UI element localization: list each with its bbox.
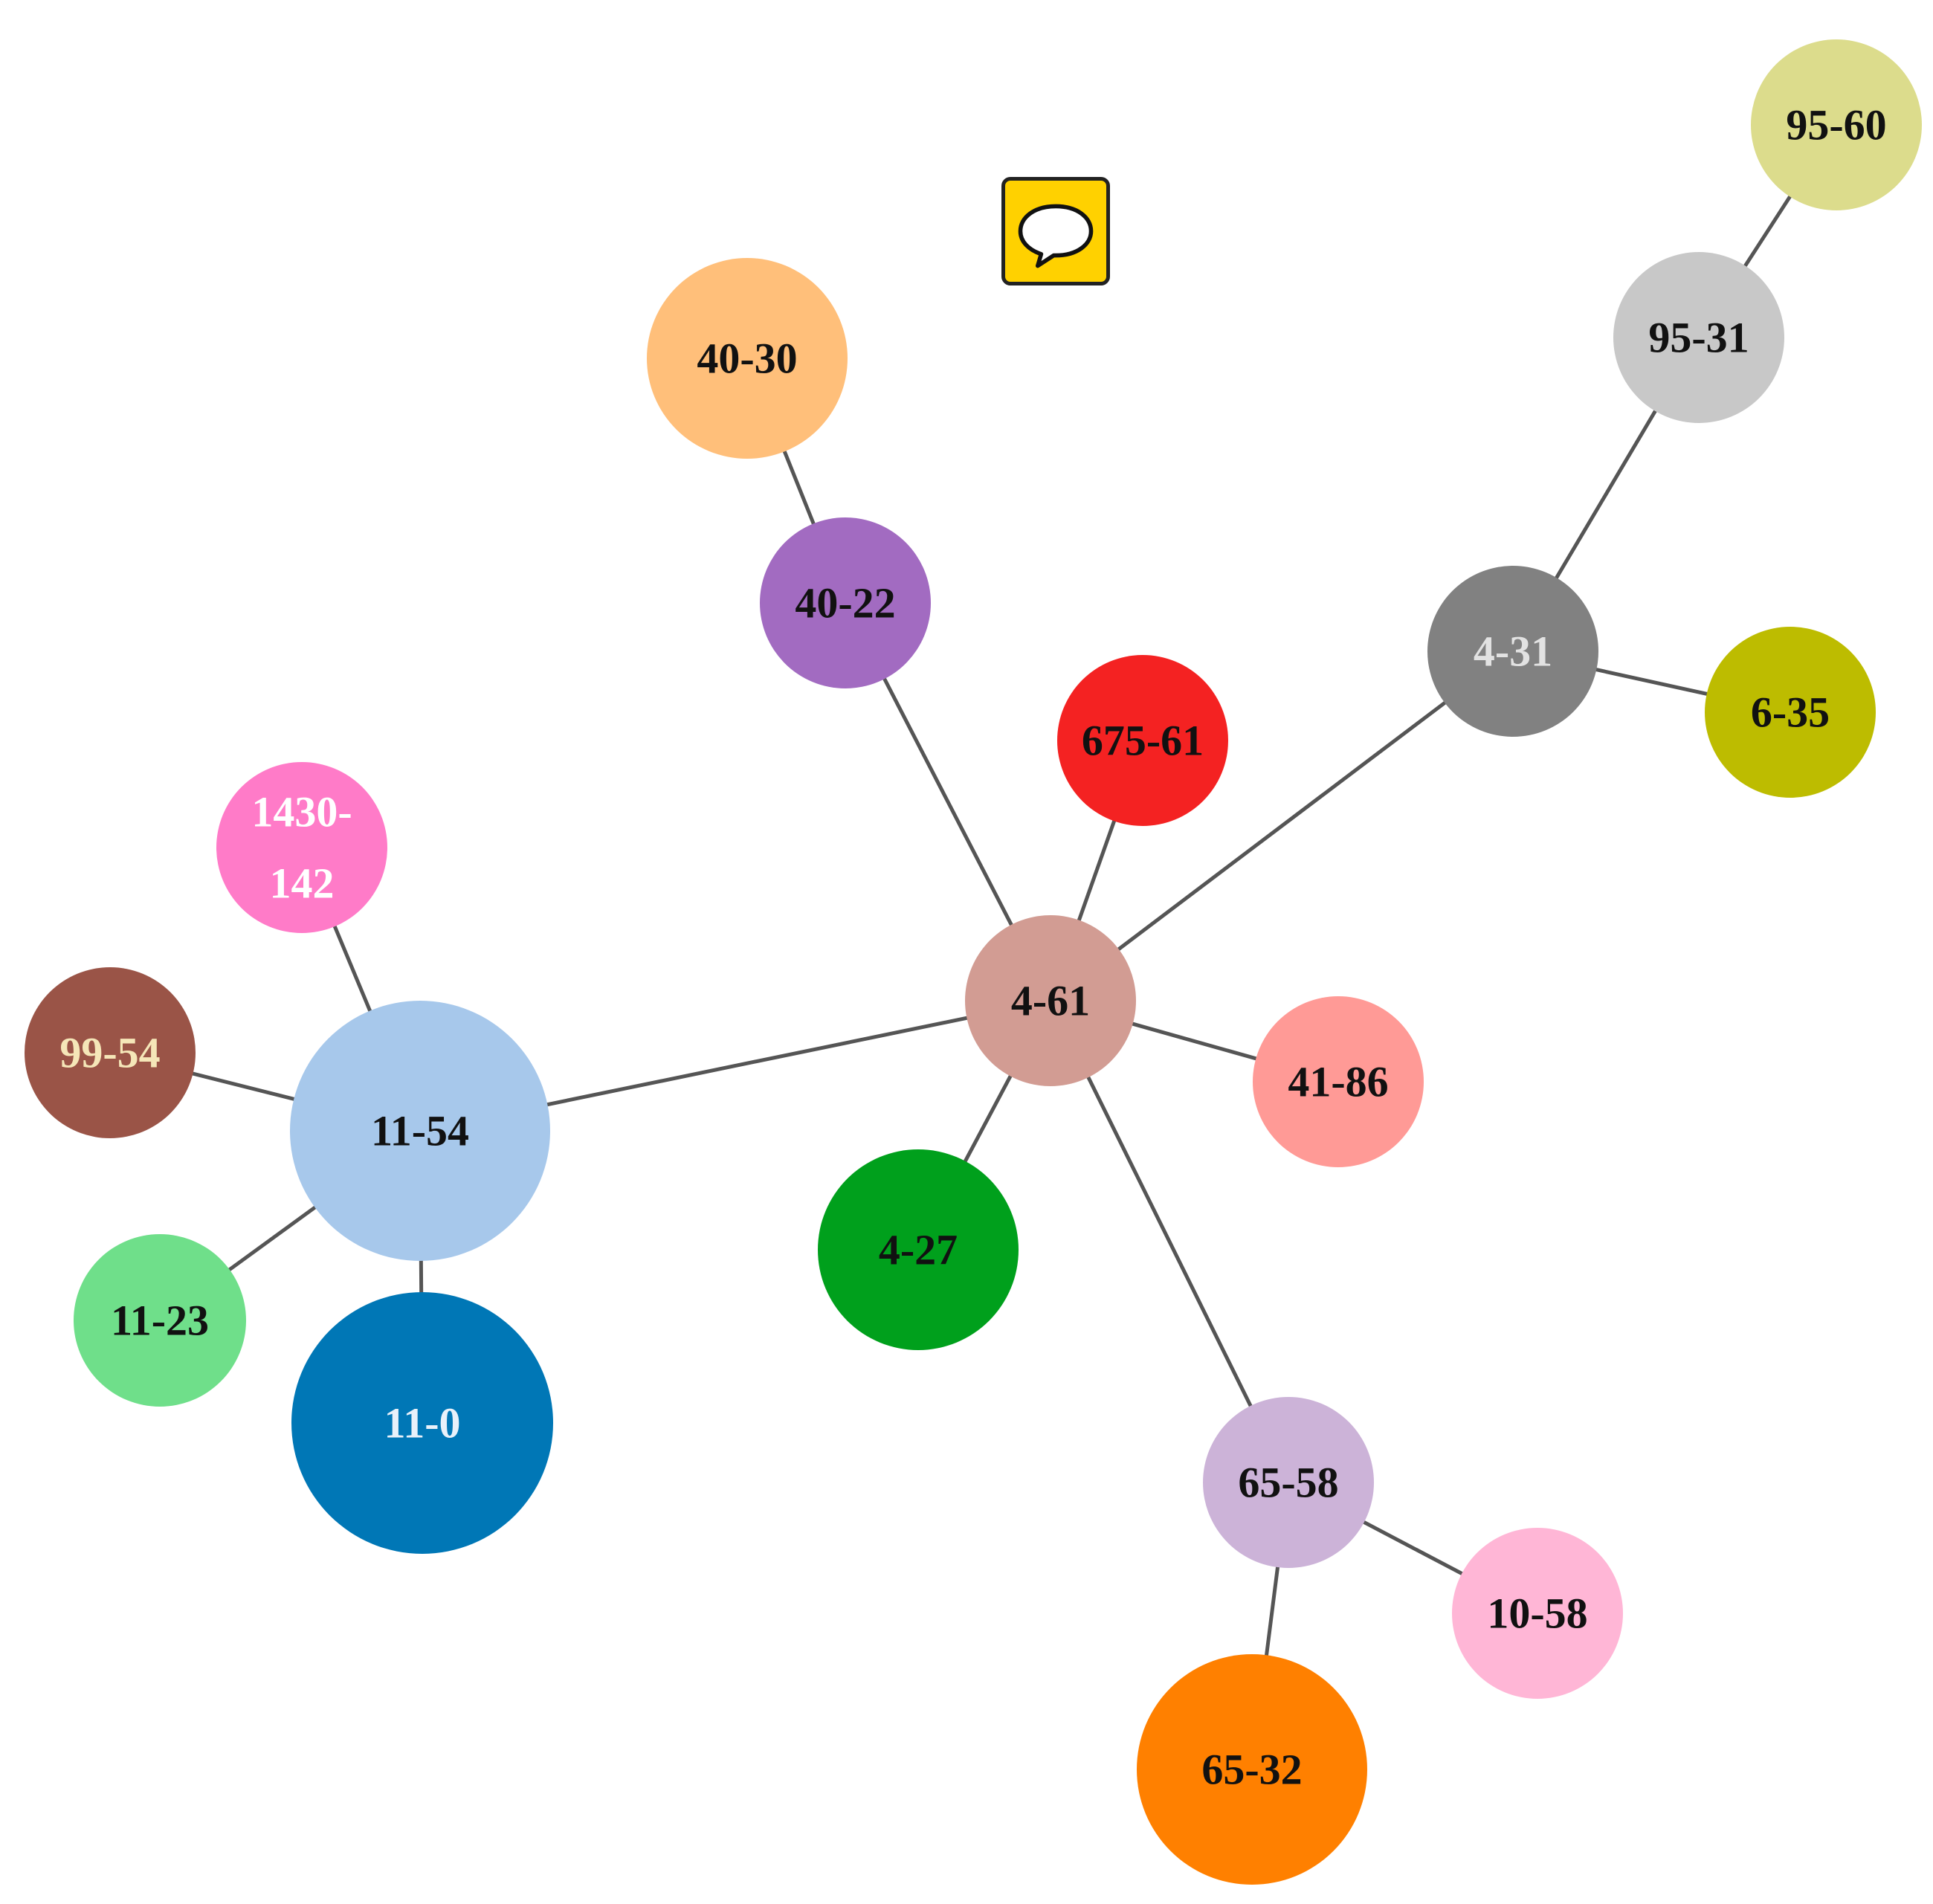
node-40-30[interactable]: 40-30 (647, 258, 848, 459)
node-1430-142[interactable]: 1430- 142 (216, 762, 387, 933)
node-circle-4-31 (1427, 566, 1598, 737)
node-99-54[interactable]: 99-54 (25, 967, 196, 1138)
node-label-675-61: 675-61 (1082, 717, 1204, 765)
node-65-32[interactable]: 65-32 (1137, 1654, 1367, 1885)
node-label-4-31: 4-31 (1474, 627, 1552, 676)
node-11-0[interactable]: 11-0 (291, 1292, 553, 1554)
node-label-1430-142-line-1: 1430- (251, 788, 352, 836)
node-41-86[interactable]: 41-86 (1253, 996, 1424, 1167)
node-10-58[interactable]: 10-58 (1452, 1528, 1623, 1699)
node-circle-40-22 (760, 517, 931, 688)
node-circle-95-60 (1751, 39, 1922, 210)
node-circle-1430-142 (216, 762, 387, 933)
node-circle-675-61 (1057, 655, 1228, 826)
node-circle-11-23 (74, 1234, 246, 1407)
node-label-95-60: 95-60 (1786, 101, 1886, 149)
node-label-6-35: 6-35 (1751, 688, 1830, 737)
node-675-61[interactable]: 675-61 (1057, 655, 1228, 826)
node-circle-40-30 (647, 258, 848, 459)
node-circle-6-35 (1705, 627, 1876, 798)
node-95-60[interactable]: 95-60 (1751, 39, 1922, 210)
node-circle-4-27 (818, 1149, 1019, 1350)
node-95-31[interactable]: 95-31 (1613, 252, 1784, 423)
node-circle-95-31 (1613, 252, 1784, 423)
edge-4-61-to-4-31 (1048, 649, 1515, 1003)
node-circle-11-0 (291, 1292, 553, 1554)
node-label-11-54: 11-54 (371, 1107, 469, 1155)
node-label-65-58: 65-58 (1238, 1459, 1338, 1507)
node-label-11-23: 11-23 (111, 1297, 209, 1345)
node-label-41-86: 41-86 (1288, 1058, 1388, 1106)
node-circle-4-61 (965, 915, 1136, 1086)
node-label-10-58: 10-58 (1487, 1590, 1587, 1638)
node-label-11-0: 11-0 (384, 1399, 460, 1448)
node-4-27[interactable]: 4-27 (818, 1149, 1019, 1350)
node-label-95-31: 95-31 (1648, 314, 1749, 362)
node-65-58[interactable]: 65-58 (1203, 1397, 1374, 1568)
node-4-61[interactable]: 4-61 (965, 915, 1136, 1086)
node-label-40-30: 40-30 (697, 335, 797, 383)
node-11-23[interactable]: 11-23 (74, 1234, 246, 1407)
node-circle-10-58 (1452, 1528, 1623, 1699)
node-label-1430-142-line-2: 142 (270, 859, 335, 908)
node-circle-65-58 (1203, 1397, 1374, 1568)
node-label-65-32: 65-32 (1201, 1746, 1302, 1794)
node-circle-11-54 (290, 1001, 550, 1261)
node-circle-65-32 (1137, 1654, 1367, 1885)
speech-bubble-icon (1018, 204, 1094, 268)
node-4-31[interactable]: 4-31 (1427, 566, 1598, 737)
node-6-35[interactable]: 6-35 (1705, 627, 1876, 798)
node-label-4-61: 4-61 (1011, 977, 1090, 1025)
node-label-99-54: 99-54 (59, 1029, 160, 1077)
node-label-4-27: 4-27 (879, 1226, 958, 1274)
node-11-54[interactable]: 11-54 (290, 1001, 550, 1261)
node-label-40-22: 40-22 (795, 579, 895, 627)
comment-button[interactable] (1001, 177, 1110, 285)
node-40-22[interactable]: 40-22 (760, 517, 931, 688)
node-circle-41-86 (1253, 996, 1424, 1167)
node-circle-99-54 (25, 967, 196, 1138)
edge-4-61-to-65-58 (1048, 998, 1291, 1485)
